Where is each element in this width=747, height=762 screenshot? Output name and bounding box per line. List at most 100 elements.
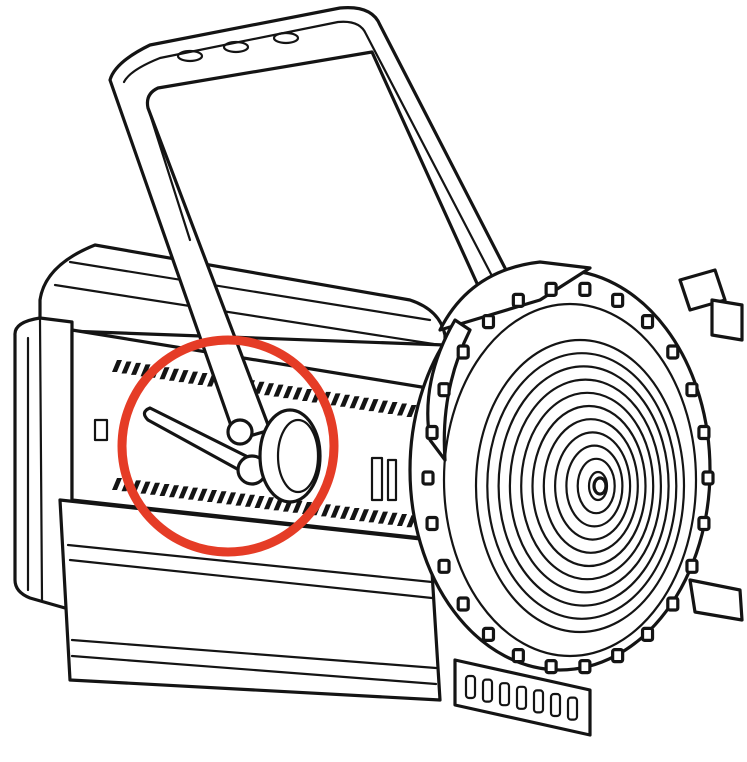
vent-slot: [349, 508, 360, 520]
lens-ring: [553, 431, 632, 541]
vent-slot: [340, 394, 350, 407]
vent-slot: [321, 504, 331, 517]
rim-clip: [511, 292, 525, 308]
vent-slot: [140, 481, 151, 494]
vent-slot: [359, 509, 369, 522]
vent-slot: [397, 514, 407, 526]
rim-clip: [685, 382, 699, 398]
rim-clip: [578, 281, 592, 297]
vent-slot: [245, 494, 255, 507]
vent-slot: [112, 478, 122, 490]
vent-slot: [387, 402, 398, 415]
vent-slot: [131, 362, 141, 375]
vent-slot: [273, 384, 284, 397]
vent-slot: [387, 512, 398, 525]
rim-clip: [421, 470, 435, 486]
rim-clip: [666, 344, 680, 360]
vent-slot: [159, 367, 170, 380]
fresnel-lens-rings: [474, 338, 686, 634]
vent-slot: [330, 393, 341, 406]
focus-adjustment-lever: [142, 406, 322, 504]
rim-clip: [425, 515, 439, 532]
vent-slot: [188, 487, 198, 500]
lens-ring: [486, 352, 678, 620]
lens-ring: [542, 418, 639, 554]
rim-clip: [611, 292, 625, 308]
rim-clip: [437, 558, 451, 574]
vent-slot: [330, 505, 341, 518]
bottom-slot: [481, 678, 494, 703]
vent-slot: [207, 490, 217, 502]
bottom-slot: [532, 689, 545, 714]
vent-slot: [178, 370, 189, 383]
housing-body: [13, 243, 447, 702]
vent-slot: [264, 383, 274, 396]
vent-slot: [226, 492, 236, 505]
rim-clip: [578, 659, 592, 675]
vent-slot: [359, 397, 369, 410]
vent-slot: [254, 381, 265, 394]
vent-slot: [112, 360, 122, 372]
vent-slot: [378, 400, 388, 413]
rim-clip: [666, 596, 680, 612]
rim-clip: [456, 596, 470, 612]
bottom-slot: [566, 696, 579, 721]
bottom-slot: [464, 674, 477, 700]
bottom-slot: [549, 692, 562, 718]
rim-clip: [437, 382, 451, 398]
rim-clip: [425, 424, 439, 441]
vent-slot: [150, 482, 160, 495]
rim-clip: [544, 281, 558, 297]
vent-slot: [178, 486, 189, 499]
vent-slot: [302, 389, 312, 401]
vent-slot: [340, 506, 350, 519]
lens-ring: [508, 378, 663, 594]
rim-clip: [685, 558, 699, 574]
rim-clip: [640, 314, 655, 330]
vent-slot: [216, 491, 227, 504]
vent-slot: [235, 493, 246, 506]
vent-slot: [368, 510, 379, 523]
lens-center: [592, 476, 608, 496]
vent-slot: [254, 496, 265, 508]
vent-slot: [169, 368, 179, 381]
vent-slot: [159, 484, 170, 496]
vent-slot: [140, 364, 151, 377]
vent-slot: [188, 371, 198, 384]
vent-slot: [292, 500, 303, 513]
rim-clip: [481, 626, 496, 642]
vent-slot: [397, 403, 407, 416]
vent-slots-lower: [112, 478, 436, 530]
rim-clip: [697, 424, 711, 441]
vent-slot: [169, 485, 179, 498]
lens-ring: [565, 444, 624, 528]
rim-clip: [511, 648, 525, 664]
rim-clip: [701, 470, 715, 486]
vent-slot: [264, 497, 274, 510]
lens-ring: [497, 365, 670, 607]
vent-slot: [121, 361, 132, 374]
bottom-slot: [515, 685, 528, 710]
rim-clip: [544, 659, 558, 675]
lens-ring: [520, 391, 655, 581]
vent-slot: [283, 386, 293, 399]
rim-clip: [640, 626, 655, 642]
lens-ring: [576, 457, 616, 515]
bottom-slot: [498, 682, 511, 707]
vent-slot: [197, 488, 208, 501]
vent-slot: [197, 373, 208, 386]
fresnel-front: [408, 260, 744, 737]
vent-slot: [406, 404, 417, 417]
rim-clip: [611, 648, 625, 664]
vent-slot: [368, 399, 379, 412]
vent-slot: [378, 511, 388, 524]
lens-ring: [531, 404, 647, 568]
rim-clip: [697, 515, 711, 532]
rim-clip: [456, 344, 470, 360]
vent-slot: [292, 387, 303, 400]
lens-ring: [474, 338, 686, 634]
rim-clip: [481, 314, 496, 330]
vent-slot: [302, 502, 312, 514]
